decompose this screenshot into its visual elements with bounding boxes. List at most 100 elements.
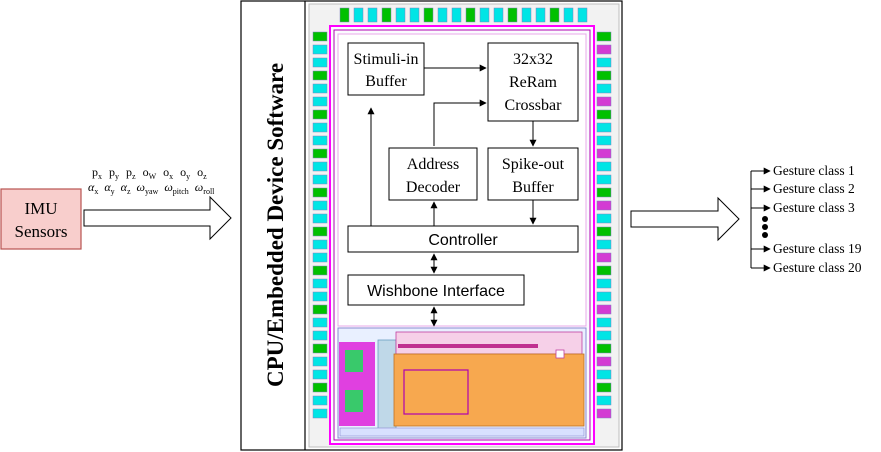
io-pad bbox=[596, 356, 612, 367]
chip-core-ring-inner bbox=[333, 29, 591, 441]
address-label-2: Decoder bbox=[406, 179, 461, 196]
io-pad bbox=[312, 122, 328, 133]
gesture-class-3: Gesture class 3 bbox=[773, 200, 855, 215]
io-pad bbox=[423, 7, 434, 23]
io-pad bbox=[596, 57, 612, 68]
io-pad bbox=[312, 291, 328, 302]
io-pad bbox=[596, 252, 612, 263]
imu-label-line1: IMU bbox=[24, 199, 57, 218]
io-pad bbox=[596, 213, 612, 224]
io-pad bbox=[596, 317, 612, 328]
stimuli-box bbox=[347, 42, 425, 96]
io-pad bbox=[596, 174, 612, 185]
io-pad bbox=[312, 382, 328, 393]
io-pad bbox=[437, 7, 448, 23]
io-pad bbox=[312, 304, 328, 315]
crossbar-label-2: ReRam bbox=[509, 74, 558, 91]
io-pad bbox=[312, 213, 328, 224]
signal-row-2: αx αy αz ωyaw ωpitch ωroll bbox=[88, 180, 215, 197]
gesture-class-1: Gesture class 1 bbox=[773, 163, 855, 178]
stimuli-in-buffer: Stimuli-in Buffer bbox=[347, 42, 425, 96]
io-pad bbox=[312, 200, 328, 211]
spike-label-2: Buffer bbox=[512, 179, 554, 196]
controller: Controller bbox=[347, 225, 579, 253]
gesture-classes: Gesture class 1 Gesture class 2 Gesture … bbox=[750, 163, 862, 275]
bottom-macro bbox=[337, 327, 587, 439]
io-pad bbox=[596, 291, 612, 302]
ellipsis-dot bbox=[762, 216, 768, 222]
controller-label: Controller bbox=[428, 232, 498, 249]
io-pad bbox=[451, 7, 462, 23]
input-block-arrow bbox=[83, 195, 232, 241]
io-pad bbox=[479, 7, 490, 23]
io-pad bbox=[339, 7, 350, 23]
io-pad bbox=[312, 135, 328, 146]
gesture-class-19: Gesture class 19 bbox=[773, 241, 862, 256]
io-pad bbox=[312, 83, 328, 94]
signal-row-1: px py pz oW ox oy oz bbox=[92, 165, 207, 182]
io-pad bbox=[596, 200, 612, 211]
io-pad bbox=[409, 7, 420, 23]
address-label-1: Address bbox=[407, 156, 459, 173]
output-block-arrow bbox=[630, 196, 740, 242]
io-pad bbox=[596, 187, 612, 198]
signal-labels: px py pz oW ox oy oz αx αy αz ωyaw ωpitc… bbox=[88, 165, 215, 197]
io-pad bbox=[596, 122, 612, 133]
ellipsis-dot bbox=[762, 232, 768, 238]
io-pad bbox=[312, 408, 328, 419]
crossbar-box bbox=[487, 42, 579, 122]
stimuli-label-1: Stimuli-in bbox=[354, 51, 419, 68]
io-pad bbox=[312, 330, 328, 341]
vertical-title: CPU/Embedded Device Software bbox=[263, 63, 288, 387]
io-pad bbox=[596, 148, 612, 159]
io-pad bbox=[596, 135, 612, 146]
io-pad bbox=[596, 330, 612, 341]
io-pad bbox=[312, 343, 328, 354]
io-pad bbox=[596, 96, 612, 107]
gesture-class-20: Gesture class 20 bbox=[773, 260, 862, 275]
io-pad bbox=[312, 161, 328, 172]
io-pad bbox=[596, 83, 612, 94]
io-pad bbox=[312, 44, 328, 55]
imu-label-line2: Sensors bbox=[15, 222, 68, 241]
io-pad bbox=[577, 7, 588, 23]
io-pad bbox=[367, 7, 378, 23]
io-pad bbox=[465, 7, 476, 23]
spike-label-1: Spike-out bbox=[502, 156, 565, 173]
crossbar-label-1: 32x32 bbox=[513, 51, 553, 68]
io-pad bbox=[596, 408, 612, 419]
io-pad bbox=[493, 7, 504, 23]
io-pad bbox=[596, 369, 612, 380]
io-pad bbox=[596, 70, 612, 81]
io-pad bbox=[312, 252, 328, 263]
io-pad bbox=[312, 278, 328, 289]
io-pad bbox=[312, 369, 328, 380]
io-pad bbox=[312, 317, 328, 328]
io-pad bbox=[596, 343, 612, 354]
spike-out-buffer: Spike-out Buffer bbox=[487, 147, 579, 201]
io-pad bbox=[312, 395, 328, 406]
io-pad bbox=[312, 239, 328, 250]
spike-box bbox=[487, 147, 579, 201]
io-pad bbox=[596, 304, 612, 315]
io-pad bbox=[312, 174, 328, 185]
wishbone-interface: Wishbone Interface bbox=[347, 274, 525, 306]
io-pad bbox=[312, 148, 328, 159]
imu-box bbox=[0, 188, 82, 250]
imu-sensors-block: IMU Sensors bbox=[0, 188, 82, 250]
io-pad bbox=[596, 44, 612, 55]
io-pads bbox=[312, 7, 612, 419]
arrow-decoder-to-crossbar bbox=[433, 99, 487, 146]
io-pad bbox=[312, 31, 328, 42]
io-pad bbox=[563, 7, 574, 23]
gesture-class-2: Gesture class 2 bbox=[773, 181, 855, 196]
io-pad bbox=[549, 7, 560, 23]
io-pad bbox=[596, 161, 612, 172]
io-pad bbox=[596, 109, 612, 120]
io-pad bbox=[596, 265, 612, 276]
io-pad bbox=[312, 57, 328, 68]
io-pad bbox=[312, 226, 328, 237]
io-pad bbox=[381, 7, 392, 23]
io-pad bbox=[596, 239, 612, 250]
